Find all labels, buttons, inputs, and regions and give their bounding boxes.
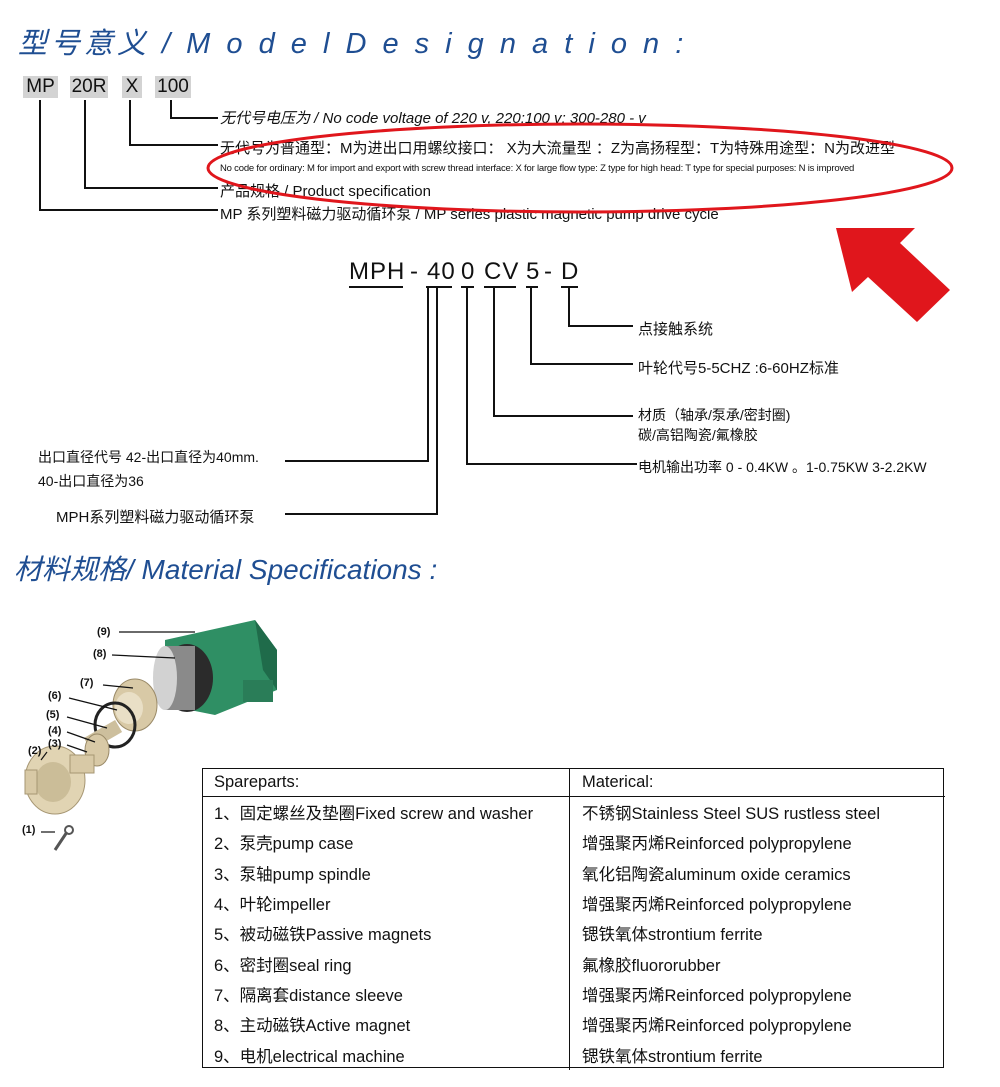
table-cell-material: 氟橡胶fluororubber bbox=[582, 956, 721, 975]
code-box-20r: 20R bbox=[70, 76, 108, 98]
mph-part-0: 0 bbox=[461, 258, 476, 285]
table-row: 8、主动磁铁Active magnet 增强聚丙烯Reinforced poly… bbox=[202, 1009, 945, 1040]
highlight-ellipse bbox=[206, 122, 954, 214]
table-cell-material: 增强聚丙烯Reinforced polypropylene bbox=[582, 1017, 852, 1036]
pump-label-7: (7) bbox=[80, 677, 94, 689]
table-row: 2、泵壳pump case 增强聚丙烯Reinforced polypropyl… bbox=[202, 827, 945, 858]
table-cell-material: 锶铁氧体strontium ferrite bbox=[582, 1047, 763, 1066]
sleeve-drawing bbox=[93, 678, 158, 749]
mph-part-5: 5 bbox=[526, 258, 541, 285]
table-cell-part: 2、泵壳pump case bbox=[202, 827, 570, 858]
mph-label-outlet-1: 出口直径代号 42-出口直径为40mm. bbox=[38, 449, 259, 465]
pump-label-8: (8) bbox=[93, 648, 107, 660]
table-cell-part: 4、叶轮impeller bbox=[202, 887, 570, 919]
table-cell-material: 增强聚丙烯Reinforced polypropylene bbox=[582, 835, 852, 854]
mph-label-contact: 点接触系统 bbox=[638, 321, 714, 338]
table-cell-material: 增强聚丙烯Reinforced polypropylene bbox=[582, 896, 852, 915]
pump-label-6: (6) bbox=[48, 690, 62, 702]
code-box-x: X bbox=[122, 76, 142, 98]
code-box-mp: MP bbox=[23, 76, 58, 98]
pump-label-2: (2) bbox=[28, 745, 42, 757]
table-row: 1、固定螺丝及垫圈Fixed screw and washer 不锈钢Stain… bbox=[202, 796, 945, 828]
table-row: 7、隔离套distance sleeve 增强聚丙烯Reinforced pol… bbox=[202, 978, 945, 1010]
legend-series: MP 系列塑料磁力驱动循环泵 / MP series plastic magne… bbox=[220, 206, 719, 223]
magnet-drum-drawing bbox=[153, 644, 213, 712]
mph-label-impeller: 叶轮代号5-5CHZ :6-60HZ标准 bbox=[638, 360, 839, 377]
table-cell-part: 6、密封圈seal ring bbox=[202, 948, 570, 979]
model-connector-lines bbox=[39, 100, 218, 211]
mph-label-material-1: 材质（轴承/泵承/密封圈) bbox=[638, 407, 791, 423]
code-box-100: 100 bbox=[155, 76, 191, 98]
mph-label-power: 电机输出功率 0 - 0.4KW 。1-0.75KW 3-2.2KW bbox=[638, 459, 927, 475]
highlight-arrow bbox=[836, 228, 950, 322]
pump-label-3: (3) bbox=[48, 738, 62, 750]
table-header-material: Materical: bbox=[569, 768, 945, 797]
pump-case-drawing bbox=[24, 745, 95, 815]
pump-label-9: (9) bbox=[97, 626, 111, 638]
table-cell-material: 氧化铝陶瓷aluminum oxide ceramics bbox=[582, 865, 851, 884]
mph-label-series: MPH系列塑料磁力驱动循环泵 bbox=[56, 509, 255, 526]
legend-spec: 产品规格 / Product specification bbox=[220, 183, 431, 200]
table-header-spareparts: Spareparts: bbox=[202, 768, 570, 797]
pump-label-1: (1) bbox=[22, 824, 36, 836]
table-cell-part: 1、固定螺丝及垫圈Fixed screw and washer bbox=[202, 796, 570, 828]
table-cell-part: 7、隔离套distance sleeve bbox=[202, 978, 570, 1010]
mph-part-40: 40 bbox=[427, 258, 456, 285]
bolt-drawing bbox=[53, 825, 74, 851]
table-row: 6、密封圈seal ring 氟橡胶fluororubber bbox=[202, 948, 945, 979]
table-row: 5、被动磁铁Passive magnets 锶铁氧体strontium ferr… bbox=[202, 918, 945, 949]
pump-exploded-illustration bbox=[24, 620, 277, 851]
model-designation-title: 型号意义 / M o d e l D e s i g n a t i o n : bbox=[18, 28, 688, 60]
mph-label-outlet-2: 40-出口直径为36 bbox=[38, 473, 144, 489]
material-specifications-title: 材料规格/ Material Specifications : bbox=[14, 554, 438, 585]
legend-type-cn: 无代号为普通型：M为进出口用螺纹接口： X为大流量型 ：Z为高扬程型：T为特殊用… bbox=[220, 140, 895, 157]
table-cell-part: 5、被动磁铁Passive magnets bbox=[202, 918, 570, 949]
table-row: 4、叶轮impeller 增强聚丙烯Reinforced polypropyle… bbox=[202, 887, 945, 919]
table-cell-material: 锶铁氧体strontium ferrite bbox=[582, 926, 763, 945]
mph-part-d: D bbox=[561, 258, 580, 285]
table-row: 3、泵轴pump spindle 氧化铝陶瓷aluminum oxide cer… bbox=[202, 857, 945, 888]
table-cell-part: 3、泵轴pump spindle bbox=[202, 857, 570, 888]
highlight-annotation bbox=[206, 122, 954, 322]
mph-part-cv: CV bbox=[484, 258, 520, 285]
legend-type-en: No code for ordinary: M for import and e… bbox=[220, 163, 855, 174]
mph-label-material-2: 碳/高铝陶瓷/氟橡胶 bbox=[638, 427, 758, 443]
mph-connector-lines bbox=[285, 286, 637, 515]
pump-label-5: (5) bbox=[46, 709, 60, 721]
material-spec-table: Spareparts: Materical: 1、固定螺丝及垫圈Fixed sc… bbox=[202, 768, 945, 1070]
table-cell-part: 9、电机electrical machine bbox=[202, 1039, 570, 1070]
table-cell-part: 8、主动磁铁Active magnet bbox=[202, 1009, 570, 1040]
mph-part-mph: MPH bbox=[349, 258, 406, 285]
mph-part-dash1: - bbox=[410, 258, 419, 285]
table-header-row: Spareparts: Materical: bbox=[202, 768, 945, 797]
pump-label-4: (4) bbox=[48, 725, 62, 737]
table-row: 9、电机electrical machine 锶铁氧体strontium fer… bbox=[202, 1039, 945, 1070]
table-cell-material: 不锈钢Stainless Steel SUS rustless steel bbox=[582, 805, 881, 824]
mph-part-dash2: - bbox=[544, 258, 553, 285]
table-cell-material: 增强聚丙烯Reinforced polypropylene bbox=[582, 986, 852, 1005]
